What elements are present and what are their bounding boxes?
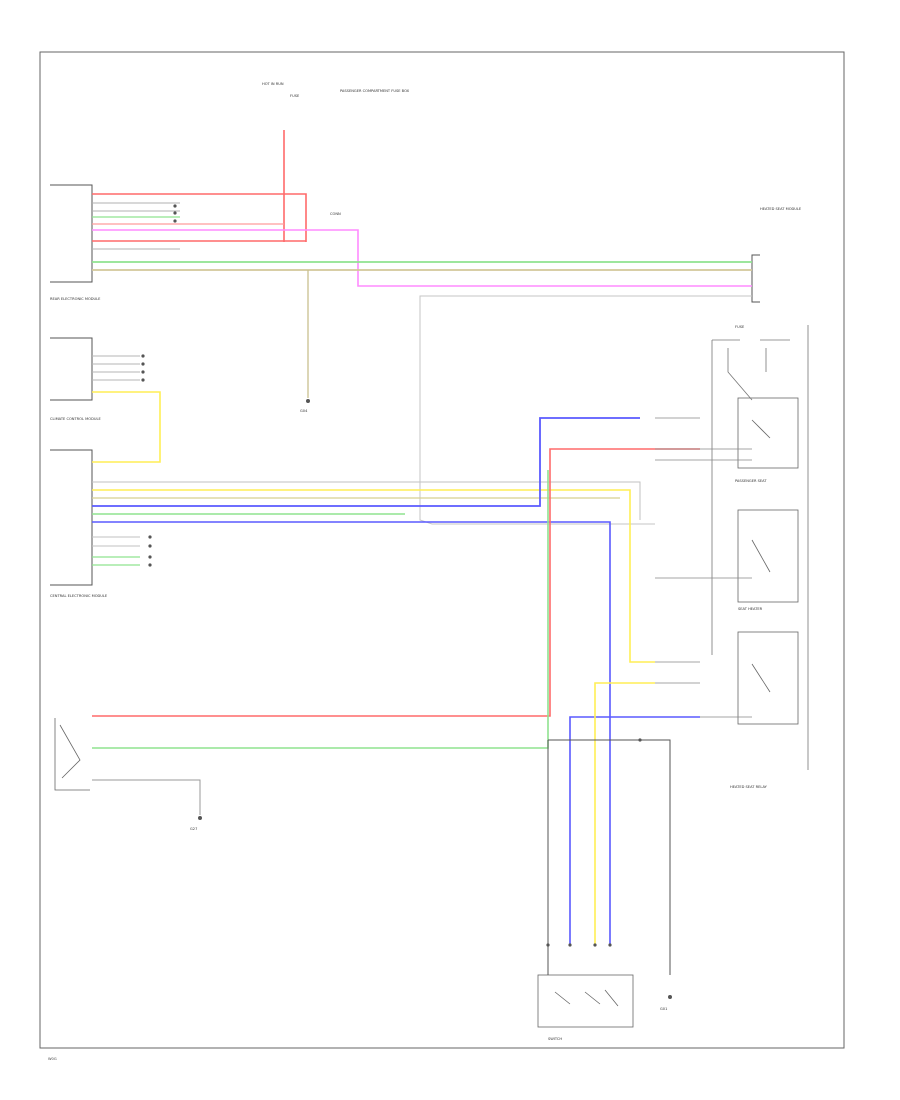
wire-cem-blue (92, 417, 640, 507)
wire-red-mid (92, 448, 700, 717)
right-module-column (711, 325, 809, 770)
left-module-mid (50, 337, 93, 401)
label-cem: CENTRAL ELECTRONIC MODULE (50, 594, 108, 598)
wire-bottom-left (92, 779, 201, 815)
label-mid-fuse: FUSE (735, 325, 745, 329)
wire-green-mid (92, 470, 549, 749)
wire-dark-switch (547, 739, 671, 975)
label-page-code: W0G (48, 1057, 57, 1061)
label-switch-module: SWITCH (548, 1037, 562, 1041)
wire-yellow-bottom (594, 682, 655, 945)
connector-dots (141, 204, 642, 947)
wire-yellow-link (92, 391, 161, 463)
wire-cem-gray (92, 481, 641, 547)
label-right-mid1: PASSENGER SEAT (735, 479, 767, 483)
label-ground1: G04 (300, 409, 308, 413)
label-top-power: HOT IN RUN (262, 82, 284, 86)
bottom-switch-module (537, 974, 634, 1028)
label-ground3: G01 (660, 1007, 667, 1011)
left-module-cem (50, 449, 93, 586)
wire-pink (92, 229, 752, 287)
wire-cem-yellow (92, 489, 655, 663)
wire-red-top (92, 130, 307, 242)
label-ground2: G27 (190, 827, 197, 831)
wire-gray-short (92, 202, 180, 250)
wire-cem-blue2 (92, 521, 611, 945)
wire-gray-long (419, 295, 752, 525)
label-right-mid2: SEAT HEATER (738, 607, 763, 611)
label-rear-module: REAR ELECTRONIC MODULE (50, 297, 101, 301)
label-right-bottom: HEATED SEAT RELAY (730, 785, 768, 789)
label-ccm: CLIMATE CONTROL MODULE (50, 417, 101, 421)
wire-mid-module (92, 355, 140, 381)
ground-symbols (198, 399, 672, 999)
label-top-connector: CONN (330, 212, 341, 216)
wire-right-leads (655, 417, 752, 718)
label-right-top: HEATED SEAT MODULE (760, 207, 802, 211)
label-top-fuse: FUSE (290, 94, 300, 98)
wire-cem-green-bottom (92, 556, 140, 566)
bottom-left-switch (54, 718, 90, 791)
label-top-fuse-box: PASSENGER COMPARTMENT FUSE BOX (340, 89, 410, 93)
right-module-top (751, 254, 760, 303)
left-module-top (50, 184, 93, 283)
wire-blue-right (569, 716, 700, 945)
diagram-frame (39, 51, 845, 1049)
